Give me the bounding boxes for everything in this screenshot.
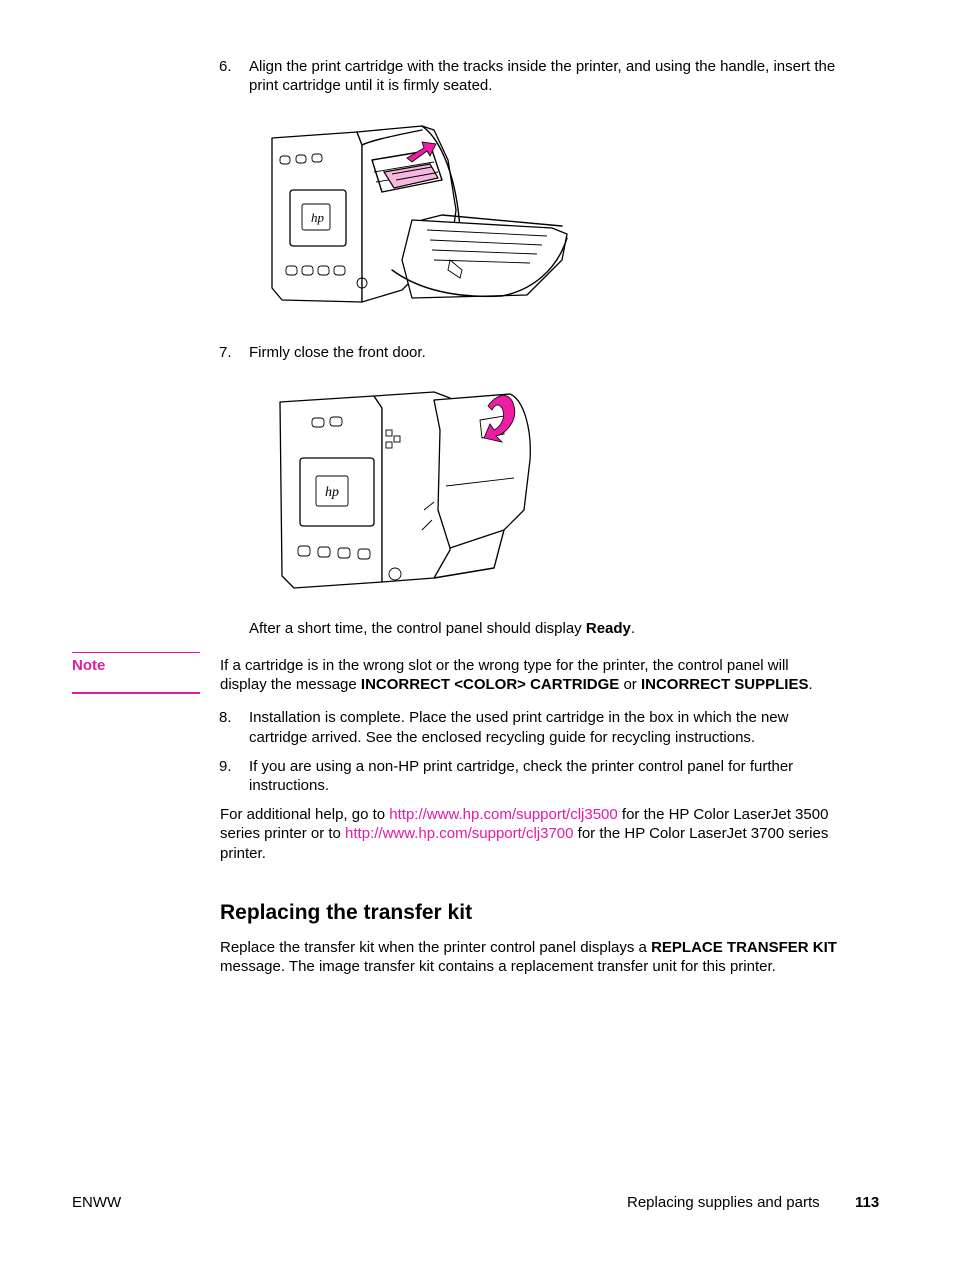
figure-1-hp-logo: hp (311, 210, 325, 225)
section-line-1-pre: Replace the transfer kit when the printe… (220, 939, 652, 956)
figure-2-hp-logo: hp (325, 485, 339, 500)
footer-page-number: 113 (855, 1194, 880, 1211)
step-6-line-2: print cartridge until it is firmly seate… (249, 77, 493, 94)
ready-bold: Ready (585, 620, 631, 637)
section-line-1: Replace the transfer kit when the printe… (220, 938, 837, 958)
step-8-line-1: Installation is complete. Place the used… (249, 709, 789, 726)
help-line-1: For additional help, go to http://www.hp… (220, 805, 828, 825)
footer-left: ENWW (72, 1194, 122, 1211)
step-8-number: 8. (219, 709, 232, 726)
section-bold: REPLACE TRANSFER KIT (651, 939, 837, 956)
note-line-2-post: . (808, 676, 813, 693)
step-6-line-1: Align the print cartridge with the track… (249, 58, 836, 75)
note-line-2-pre: display the message (220, 676, 361, 693)
help-line-1-post: for the HP Color LaserJet 3500 (617, 806, 829, 823)
step-9-line-2: instructions. (249, 777, 330, 794)
note-line-1: If a cartridge is in the wrong slot or t… (220, 657, 789, 674)
ready-message: After a short time, the control panel sh… (249, 619, 635, 639)
note-rule-bottom (72, 692, 200, 694)
note-label: Note (72, 657, 106, 674)
link-clj3500[interactable]: http://www.hp.com/support/clj3500 (389, 806, 618, 823)
help-line-1-pre: For additional help, go to (220, 806, 390, 823)
step-7-number: 7. (219, 344, 232, 361)
step-7-text: Firmly close the front door. (249, 344, 426, 361)
section-heading: Replacing the transfer kit (220, 901, 473, 924)
step-9-line-1: If you are using a non-HP print cartridg… (249, 758, 794, 775)
help-line-2-post: for the HP Color LaserJet 3700 series (573, 825, 829, 842)
link-clj3700[interactable]: http://www.hp.com/support/clj3700 (345, 825, 574, 842)
note-bold-1: INCORRECT <COLOR> CARTRIDGE (360, 676, 620, 693)
note-rule-top (72, 652, 200, 653)
note-bold-2: INCORRECT SUPPLIES (640, 676, 809, 693)
help-line-2-pre: series printer or to (220, 825, 346, 842)
help-line-3: printer. (220, 845, 266, 862)
ready-pre: After a short time, the control panel sh… (249, 620, 586, 637)
section-line-2: message. The image transfer kit contains… (220, 958, 776, 975)
figure-insert-cartridge: hp (271, 125, 568, 303)
step-6-number: 6. (219, 58, 232, 75)
step-9-number: 9. (219, 758, 232, 775)
note-line-2-mid: or (619, 676, 641, 693)
help-line-2: series printer or to http://www.hp.com/s… (220, 824, 828, 844)
figure-close-door: hp (279, 391, 531, 589)
note-line-2: display the message INCORRECT <COLOR> CA… (220, 675, 813, 695)
footer-section: Replacing supplies and parts (627, 1194, 820, 1211)
ready-post: . (630, 620, 636, 637)
step-8-line-2: cartridge arrived. See the enclosed recy… (249, 729, 756, 746)
